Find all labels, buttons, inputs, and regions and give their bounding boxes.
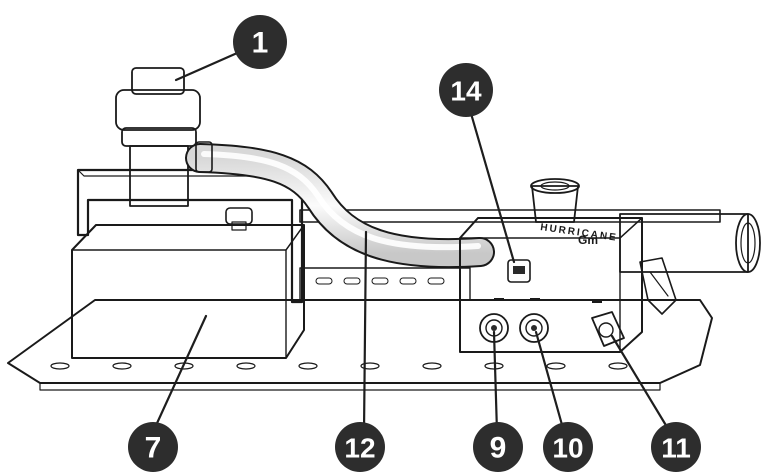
callout-1-label: 1 <box>252 27 269 60</box>
leader-7 <box>151 314 208 434</box>
leader-10 <box>534 330 566 434</box>
frame-bracket <box>76 168 304 304</box>
callout-14: 14 <box>439 63 493 117</box>
callout-10-label: 10 <box>552 433 583 464</box>
callout-7: 7 <box>128 422 178 472</box>
callout-9-label: 9 <box>490 432 507 465</box>
device-model-label: Gm <box>578 233 598 247</box>
hose-clamp <box>225 207 253 231</box>
foam-block <box>71 224 305 359</box>
leader-12 <box>362 230 368 434</box>
inlet-union-fitting <box>115 67 201 207</box>
callout-11: 11 <box>651 422 701 472</box>
callout-14-label: 14 <box>450 76 482 107</box>
port-fitting-11 <box>591 311 625 347</box>
flexible-hose <box>185 141 495 269</box>
panel-port-markings <box>494 298 602 303</box>
callout-12: 12 <box>335 422 385 472</box>
panel-indicator <box>507 259 531 283</box>
side-connector <box>639 257 677 315</box>
control-box: HURRICANE Gm <box>459 217 643 353</box>
callout-12-label: 12 <box>344 433 375 464</box>
rear-rail <box>299 209 721 301</box>
leader-lines <box>151 48 672 434</box>
leader-11 <box>610 334 672 434</box>
leader-14 <box>468 108 516 264</box>
callout-11-label: 11 <box>661 433 691 464</box>
port-fitting-10 <box>519 313 549 343</box>
callout-10: 10 <box>543 422 593 472</box>
base-plate-holes <box>50 362 628 370</box>
callout-9: 9 <box>473 422 523 472</box>
top-outlet-cup <box>530 178 580 223</box>
leader-1 <box>174 48 246 82</box>
leader-9 <box>492 330 499 434</box>
callout-7-label: 7 <box>145 432 162 465</box>
callout-1: 1 <box>233 15 287 69</box>
